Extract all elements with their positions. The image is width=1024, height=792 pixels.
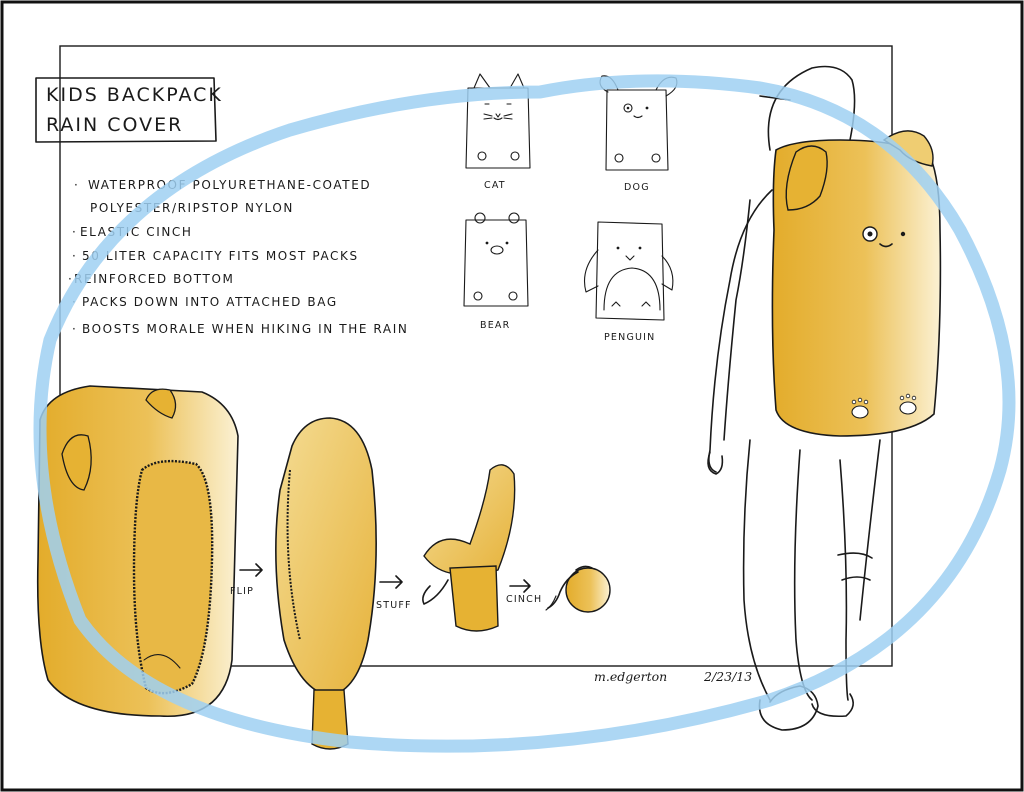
signature-date: 2/23/13	[703, 669, 752, 684]
signature: m.edgerton 2/23/13	[594, 669, 752, 684]
feature-item: PACKS DOWN INTO ATTACHED BAG	[82, 295, 338, 309]
feature-item: REINFORCED BOTTOM	[74, 272, 234, 286]
feature-item: ELASTIC CINCH	[80, 225, 193, 239]
bullet-dot: ·	[72, 249, 77, 263]
flipped-cover-sketch	[275, 417, 377, 750]
variant-label-penguin: PENGUIN	[604, 332, 655, 343]
bullet-dot: ·	[72, 322, 77, 336]
bear-variant-sketch: BEAR	[463, 212, 529, 331]
cover-inside-view-sketch	[36, 385, 239, 717]
bullet-dot: ·	[72, 225, 77, 239]
step-label-cinch: CINCH	[506, 594, 542, 605]
feature-item: BOOSTS MORALE WHEN HIKING IN THE RAIN	[82, 322, 408, 336]
person-wearing-cover-sketch	[707, 65, 942, 731]
cinched-ball-sketch	[545, 565, 611, 613]
cat-variant-sketch: CAT	[465, 73, 531, 191]
bullet-dot: ·	[74, 178, 79, 192]
title-box: KIDS BACKPACK RAIN COVER	[35, 77, 223, 143]
feature-item: 50 LITER CAPACITY FITS MOST PACKS	[82, 249, 359, 263]
bullet-dot: ·	[68, 272, 73, 286]
title-line-2: RAIN COVER	[46, 114, 183, 136]
step-label-stuff: STUFF	[376, 600, 412, 611]
step-label-flip: FLIP	[230, 586, 254, 597]
penguin-variant-sketch: PENGUIN	[583, 221, 674, 343]
cinch-step: CINCH	[506, 579, 542, 605]
flip-step: FLIP	[230, 563, 263, 597]
stuff-step: STUFF	[376, 575, 412, 611]
title-line-1: KIDS BACKPACK	[46, 84, 223, 106]
variant-label-dog: DOG	[624, 182, 650, 193]
feature-item: WATERPROOF POLYURETHANE-COATED	[88, 178, 371, 192]
stuffing-bag-sketch	[422, 464, 516, 632]
signature-name: m.edgerton	[594, 669, 667, 684]
dog-variant-sketch: DOG	[599, 75, 678, 193]
feature-item: POLYESTER/RIPSTOP NYLON	[90, 201, 294, 215]
variant-label-cat: CAT	[484, 180, 506, 191]
highlight-ring	[33, 74, 1016, 753]
feature-list: · WATERPROOF POLYURETHANE-COATED POLYEST…	[68, 178, 408, 336]
variant-label-bear: BEAR	[480, 320, 510, 331]
